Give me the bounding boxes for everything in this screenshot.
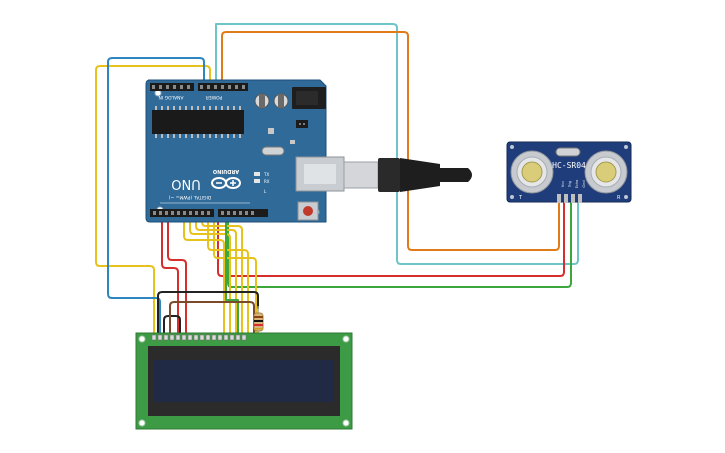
sensor-r-mark: R	[617, 195, 621, 201]
resistor-band	[254, 328, 263, 330]
wire-black-2[interactable]	[163, 315, 181, 335]
crystal	[261, 146, 285, 156]
sensor-crystal	[555, 147, 581, 157]
mount-hole	[138, 335, 146, 343]
mount-hole	[138, 419, 146, 427]
wire-green-long[interactable]	[227, 201, 572, 288]
sensor-t-mark: T	[518, 195, 523, 201]
wire-yellow-d5[interactable]	[207, 212, 249, 335]
smd-part	[290, 140, 295, 144]
smd-part	[268, 128, 274, 134]
sensor-pin-vcc: Vcc	[561, 181, 565, 187]
wire-yellow-d4[interactable]	[201, 212, 243, 335]
wire-red-long[interactable]	[217, 201, 565, 277]
power-label: POWER	[206, 94, 223, 100]
digital-pwm-label: DIGITAL (PWM= ~)	[168, 194, 211, 200]
icsp-header	[296, 120, 308, 128]
wire-green-lcd[interactable]	[225, 212, 239, 335]
icsp-pin	[303, 123, 305, 125]
usb-plug-body	[378, 158, 400, 192]
wire-yellow-d1[interactable]	[183, 212, 225, 335]
usb-cable-tail	[440, 168, 472, 182]
header-pins-bottom	[153, 211, 254, 215]
transmitter-transducer	[510, 150, 554, 194]
wire-cyan[interactable]	[215, 23, 579, 265]
dc-jack-inner	[296, 91, 318, 105]
arduino-logo-icon	[211, 177, 241, 189]
wires	[95, 23, 579, 335]
wire-yellow-d3[interactable]	[195, 212, 237, 335]
l-label: L	[264, 189, 267, 194]
rx-label: RX	[264, 179, 270, 184]
wire-red-lcd-1[interactable]	[161, 212, 179, 335]
tx-label: TX	[263, 172, 269, 177]
wire-yellow-d6[interactable]	[213, 212, 257, 335]
wire-yellow-left[interactable]	[95, 65, 211, 335]
sensor-pin-gnd: Gnd	[582, 180, 586, 187]
sensor-pin-trig: Trig	[568, 181, 572, 188]
header-pins-top	[152, 85, 245, 89]
resistor-band	[254, 320, 263, 322]
analog-in-label: ANALOG IN	[158, 94, 183, 100]
chip-legs	[155, 106, 241, 138]
atmega-chip	[152, 110, 244, 134]
digital-header-2	[218, 209, 268, 217]
sensor-name-label: HC-SR04	[552, 161, 586, 170]
digital-header-1	[150, 209, 214, 217]
hc-sr04-sensor[interactable]: HC-SR04 T R Vcc Trig Echo Gnd	[506, 141, 632, 203]
lcd-screen	[154, 360, 334, 402]
wire-yellow-d2[interactable]	[189, 212, 231, 335]
resistor-band	[254, 324, 263, 326]
sensor-header-pins[interactable]	[557, 194, 582, 203]
usb-port-inner	[304, 164, 336, 184]
tx-led	[254, 172, 260, 176]
mount-hole	[342, 419, 350, 427]
capacitor-stripe	[278, 94, 284, 108]
wire-brown-1[interactable]	[169, 301, 255, 335]
lcd-pin-header[interactable]	[151, 334, 247, 341]
resistor[interactable]	[253, 306, 264, 336]
mount-hole	[342, 335, 350, 343]
mount-hole	[510, 195, 514, 199]
resistor-band	[254, 316, 263, 318]
icsp-pin	[299, 123, 301, 125]
receiver-transducer	[584, 150, 628, 194]
lcd-16x2[interactable]	[135, 332, 353, 430]
analog-header	[150, 83, 194, 91]
arduino-brand-label: ARDUINO	[213, 168, 239, 174]
wire-red-lcd-2[interactable]	[167, 212, 187, 335]
mount-hole	[624, 145, 628, 149]
capacitor-stripe	[259, 94, 265, 108]
usb-plug-strain-relief	[400, 158, 440, 192]
wire-black-1[interactable]	[157, 291, 259, 335]
mount-hole	[624, 195, 628, 199]
mount-hole	[510, 145, 514, 149]
rx-led	[254, 179, 260, 183]
usb-plug-metal	[343, 161, 379, 189]
arduino-uno-board[interactable]: ANALOG IN POWER TX	[145, 79, 345, 223]
sensor-pin-echo: Echo	[575, 180, 579, 189]
wire-orange[interactable]	[221, 31, 560, 251]
reset-button[interactable]	[303, 206, 313, 216]
uno-label: UNO	[171, 176, 200, 191]
usb-cable[interactable]	[343, 158, 472, 192]
